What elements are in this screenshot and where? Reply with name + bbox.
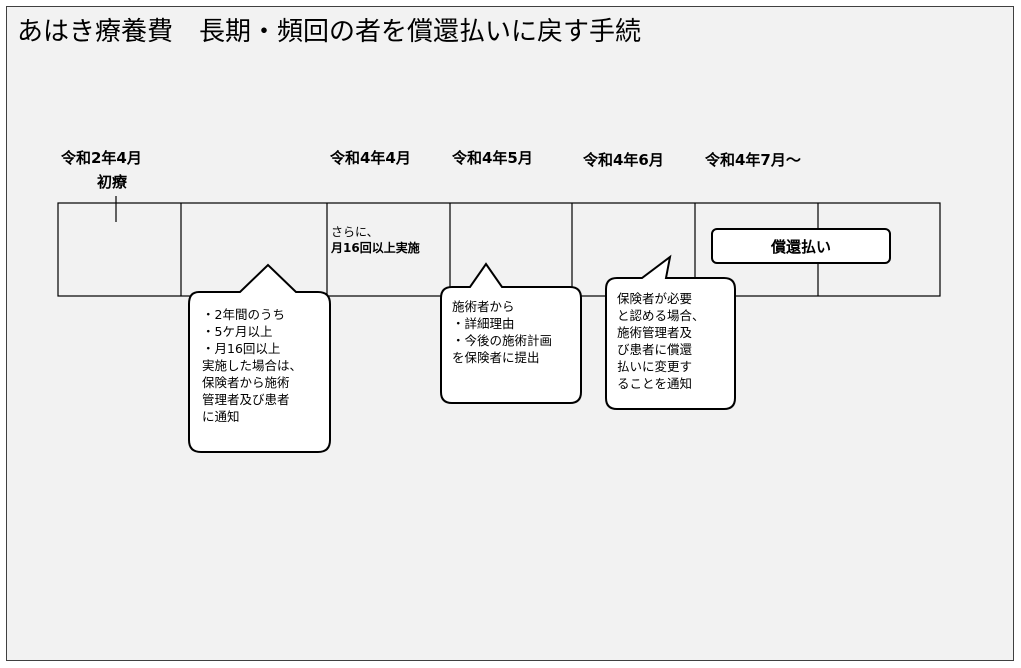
callout-bubble-notice: [188, 263, 331, 453]
callout-submission-text: 施術者から ・詳細理由 ・今後の施術計画 を保険者に提出: [452, 298, 552, 366]
cell-note-line-1: さらに、: [331, 225, 379, 239]
callout-notice-line: ・月16回以上: [202, 341, 281, 356]
callout-switch-line: 払いに変更す: [617, 359, 693, 374]
date-label-r4-04: 令和4年4月: [330, 149, 411, 167]
callout-notice-text: ・2年間のうち ・5ケ月以上 ・月16回以上 実施した場合は、 保険者から施術 …: [202, 306, 302, 425]
callout-submission-line: ・詳細理由: [452, 316, 515, 331]
reimbursement-box: 償還払い: [711, 228, 891, 264]
date-label-r2-04: 令和2年4月: [61, 149, 142, 167]
callout-switch-line: 施術管理者及: [617, 325, 693, 340]
date-label-r4-05: 令和4年5月: [452, 149, 533, 167]
cell-note: さらに、 月16回以上実施: [331, 224, 420, 256]
callout-notice-line: 実施した場合は、: [202, 358, 303, 373]
callout-switch-text: 保険者が必要 と認める場合、 施術管理者及 び患者に償還 払いに変更す ることを…: [617, 290, 705, 392]
date-label-r4-07: 令和4年7月～: [705, 151, 801, 169]
first-visit-label: 初療: [97, 173, 128, 191]
callout-bubble-submission: [440, 262, 582, 404]
callout-submission-line: を保険者に提出: [452, 350, 540, 365]
callout-submission-line: 施術者から: [452, 299, 515, 314]
reimbursement-label: 償還払い: [770, 237, 831, 256]
callout-notice-line: に通知: [202, 409, 240, 424]
slide-frame: あはき療養費 長期・頻回の者を償還払いに戻す手続 令和2年4月 初療 令和4年4…: [6, 6, 1014, 661]
page-title: あはき療養費 長期・頻回の者を償還払いに戻す手続: [17, 17, 642, 47]
callout-bubble-switch: [605, 254, 736, 410]
callout-switch-line: と認める場合、: [617, 308, 705, 323]
callout-notice-line: ・2年間のうち: [202, 307, 285, 322]
callout-notice-line: 管理者及び患者: [202, 392, 290, 407]
callout-notice-line: 保険者から施術: [202, 375, 290, 390]
callout-submission-line: ・今後の施術計画: [452, 333, 553, 348]
callout-switch-line: ることを通知: [617, 376, 693, 391]
callout-switch-line: 保険者が必要: [617, 291, 693, 306]
cell-note-line-2: 月16回以上実施: [331, 241, 420, 255]
date-label-r4-06: 令和4年6月: [583, 151, 664, 169]
callout-switch-line: び患者に償還: [617, 342, 693, 357]
callout-notice-line: ・5ケ月以上: [202, 324, 273, 339]
